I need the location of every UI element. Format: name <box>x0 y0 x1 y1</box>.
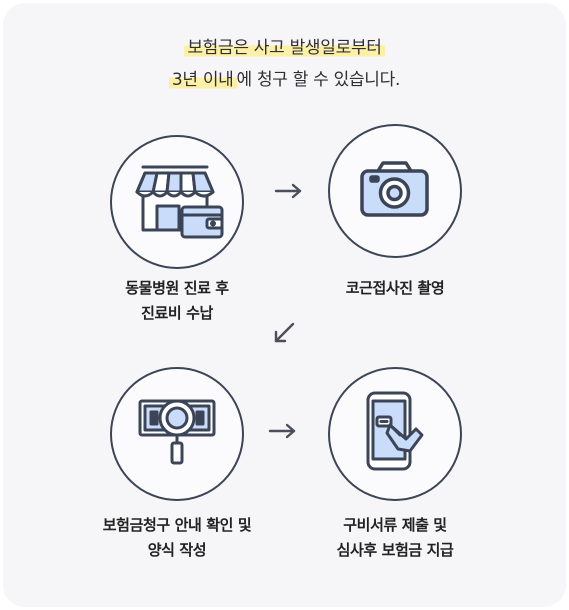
step-1-circle <box>110 135 244 269</box>
step-1-caption: 동물병원 진료 후 진료비 수납 <box>67 276 287 326</box>
arrow-right-icon <box>268 423 296 439</box>
camera-icon <box>360 161 429 217</box>
step-3-caption-line-2: 양식 작성 <box>147 541 207 559</box>
step-1-caption-line-1: 동물병원 진료 후 <box>125 279 229 297</box>
arrow-down-left-icon <box>274 322 295 343</box>
magnifier-banknote-icon <box>138 399 216 465</box>
step-2-circle <box>328 124 462 258</box>
step-3-caption: 보험금청구 안내 확인 및 양식 작성 <box>67 513 287 563</box>
step-1-caption-line-2: 진료비 수납 <box>141 304 213 322</box>
step-2-caption: 코근접사진 촬영 <box>285 276 505 301</box>
arrow-right-icon <box>274 183 302 199</box>
step-4-caption-line-1: 구비서류 제출 및 <box>343 516 447 534</box>
claim-process-card <box>3 3 566 607</box>
headline-line-1-text: 보험금은 사고 발생일로부터 <box>184 38 385 58</box>
step-2-caption-line-1: 코근접사진 촬영 <box>345 279 445 297</box>
step-4-circle <box>328 367 462 501</box>
phone-document-icon <box>366 391 424 471</box>
headline-line-1: 보험금은 사고 발생일로부터 <box>0 32 569 64</box>
step-4-caption-line-2: 심사후 보험금 지급 <box>336 541 454 559</box>
headline-deadline-highlight: 3년 이내 <box>168 70 237 90</box>
step-3-circle <box>110 367 244 501</box>
headline-line-2-rest: 에 청구 할 수 있습니다. <box>236 70 401 90</box>
step-4-caption: 구비서류 제출 및 심사후 보험금 지급 <box>285 513 505 563</box>
storefront-wallet-icon <box>135 165 224 239</box>
step-3-caption-line-1: 보험금청구 안내 확인 및 <box>102 516 252 534</box>
